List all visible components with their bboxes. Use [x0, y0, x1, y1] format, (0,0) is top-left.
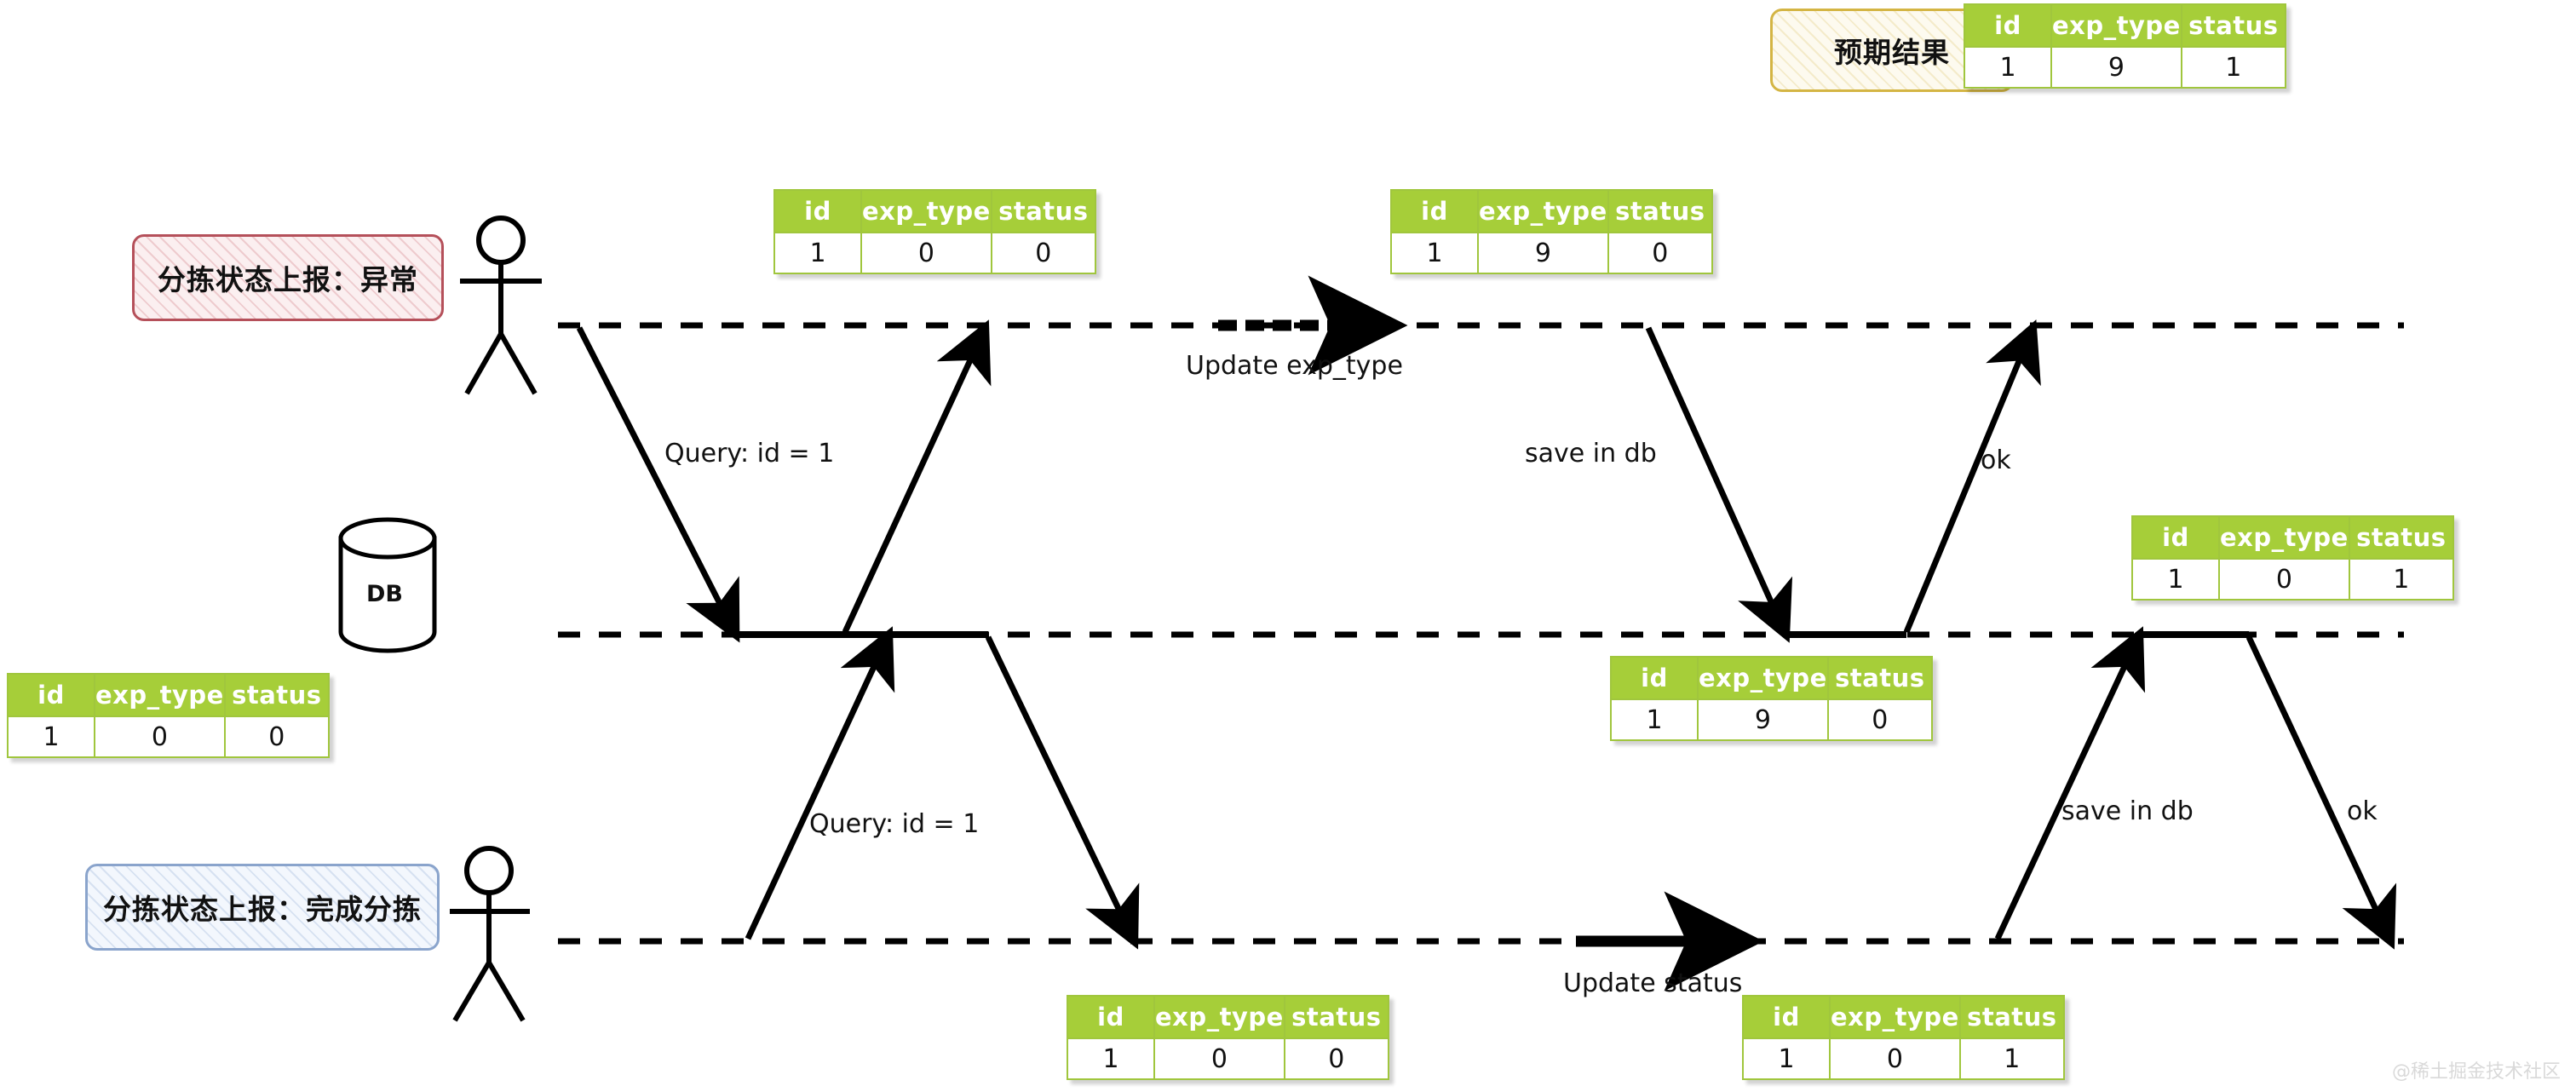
table-row: 1 0 0: [773, 232, 1096, 274]
col-header-status: status: [1283, 995, 1389, 1039]
col-header-status: status: [1958, 995, 2065, 1039]
table-header-row: id exp_type status: [1067, 995, 1389, 1039]
cell-id: 1: [1610, 698, 1699, 741]
col-header-exptype: exp_type: [2218, 515, 2350, 560]
arrow-bottom-query-return: [985, 635, 1140, 950]
database-label: DB: [366, 581, 403, 607]
col-header-exptype: exp_type: [1829, 995, 1961, 1039]
label-bottom-save-in-db: save in db: [2061, 796, 2194, 826]
cell-status: 0: [223, 716, 330, 758]
col-header-status: status: [1607, 189, 1713, 233]
cell-status: 1: [2348, 558, 2454, 601]
cell-exptype: 9: [1477, 232, 1609, 274]
col-header-id: id: [2131, 515, 2220, 560]
table-header-row: id exp_type status: [773, 189, 1096, 233]
cell-id: 1: [1964, 46, 2052, 89]
table-top-saved-in-db: id exp_type status 1 9 0: [1610, 656, 1933, 741]
stick-figure-top-actor: [460, 216, 542, 395]
actor-box-bottom: 分拣状态上报：完成分拣: [85, 864, 440, 951]
label-bottom-query: Query: id = 1: [809, 809, 980, 839]
database-cylinder-icon: [338, 517, 437, 653]
col-header-exptype: exp_type: [1153, 995, 1285, 1039]
table-bottom-query-result: id exp_type status 1 0 0: [1067, 995, 1389, 1080]
cell-exptype: 9: [2050, 46, 2182, 89]
cell-status: 0: [1283, 1037, 1389, 1080]
table-header-row: id exp_type status: [7, 673, 330, 717]
table-top-after-exp-update: id exp_type status 1 9 0: [1390, 189, 1713, 274]
table-header-row: id exp_type status: [2131, 515, 2454, 560]
arrow-top-query-return: [842, 319, 992, 634]
arrow-bottom-ok-return: [2245, 635, 2397, 950]
watermark: @稀土掘金技术社区: [2391, 1061, 2561, 1083]
cell-exptype: 0: [94, 716, 226, 758]
table-final-db-state: id exp_type status 1 0 1: [2131, 515, 2454, 601]
cell-status: 1: [1958, 1037, 2065, 1080]
cell-id: 1: [7, 716, 95, 758]
cell-id: 1: [1390, 232, 1479, 274]
label-bottom-update-status: Update status: [1563, 968, 1743, 998]
arrow-top-ok-return: [1903, 319, 2041, 634]
table-row: 1 0 1: [1742, 1037, 2065, 1080]
table-header-row: id exp_type status: [1742, 995, 2065, 1039]
col-header-id: id: [1610, 656, 1699, 700]
col-header-status: status: [2180, 3, 2286, 48]
col-header-id: id: [1742, 995, 1831, 1039]
cell-id: 1: [2131, 558, 2220, 601]
actor-box-bottom-label: 分拣状态上报：完成分拣: [103, 893, 422, 926]
table-header-row: id exp_type status: [1610, 656, 1933, 700]
cell-exptype: 0: [860, 232, 992, 274]
col-header-id: id: [1964, 3, 2052, 48]
col-header-exptype: exp_type: [1697, 656, 1829, 700]
actor-box-top-label: 分拣状态上报：异常: [158, 263, 418, 296]
label-top-ok: ok: [1981, 445, 2011, 475]
table-row: 1 0 1: [2131, 558, 2454, 601]
label-bottom-ok: ok: [2347, 796, 2378, 826]
col-header-exptype: exp_type: [1477, 189, 1609, 233]
col-header-status: status: [990, 189, 1096, 233]
expected-result-badge-label: 预期结果: [1834, 36, 1950, 69]
table-expected-result: id exp_type status 1 9 1: [1964, 3, 2286, 89]
label-top-update-exp-type: Update exp_type: [1186, 351, 1403, 381]
cell-status: 0: [1826, 698, 1933, 741]
cell-exptype: 0: [1829, 1037, 1961, 1080]
table-row: 1 0 0: [7, 716, 330, 758]
col-header-exptype: exp_type: [94, 673, 226, 717]
col-header-exptype: exp_type: [2050, 3, 2182, 48]
cell-id: 1: [1742, 1037, 1831, 1080]
stick-figure-bottom-actor: [450, 846, 530, 1022]
table-db-initial-state: id exp_type status 1 0 0: [7, 673, 330, 758]
arrow-top-save-in-db: [1645, 326, 1793, 643]
table-row: 1 9 1: [1964, 46, 2286, 89]
arrow-bottom-save-in-db: [1994, 626, 2146, 940]
col-header-id: id: [1067, 995, 1155, 1039]
table-top-query-result: id exp_type status 1 0 0: [773, 189, 1096, 274]
col-header-exptype: exp_type: [860, 189, 992, 233]
table-bottom-after-status-update: id exp_type status 1 0 1: [1742, 995, 2065, 1080]
col-header-id: id: [1390, 189, 1479, 233]
col-header-id: id: [773, 189, 862, 233]
cell-exptype: 9: [1697, 698, 1829, 741]
col-header-status: status: [2348, 515, 2454, 560]
col-header-status: status: [1826, 656, 1933, 700]
table-row: 1 0 0: [1067, 1037, 1389, 1080]
label-top-save-in-db: save in db: [1525, 439, 1657, 468]
table-row: 1 9 0: [1610, 698, 1933, 741]
cell-id: 1: [1067, 1037, 1155, 1080]
arrow-top-query: [576, 326, 740, 643]
table-header-row: id exp_type status: [1964, 3, 2286, 48]
col-header-id: id: [7, 673, 95, 717]
cell-status: 1: [2180, 46, 2286, 89]
table-header-row: id exp_type status: [1390, 189, 1713, 233]
cell-id: 1: [773, 232, 862, 274]
cell-exptype: 0: [1153, 1037, 1285, 1080]
cell-status: 0: [1607, 232, 1713, 274]
table-row: 1 9 0: [1390, 232, 1713, 274]
col-header-status: status: [223, 673, 330, 717]
actor-box-top: 分拣状态上报：异常: [132, 234, 444, 321]
arrow-bottom-query: [745, 626, 895, 940]
label-top-query: Query: id = 1: [664, 439, 835, 468]
cell-status: 0: [990, 232, 1096, 274]
cell-exptype: 0: [2218, 558, 2350, 601]
